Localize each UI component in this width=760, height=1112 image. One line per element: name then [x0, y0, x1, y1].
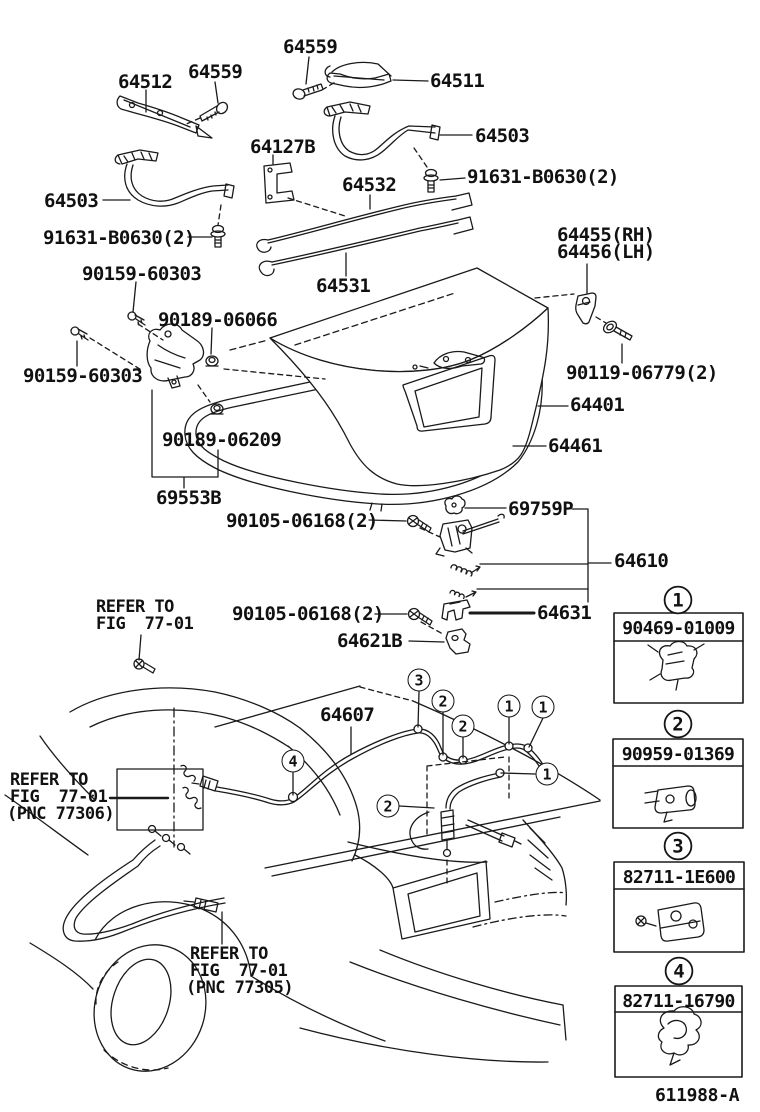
part-label-64503-right: 64503: [475, 125, 530, 147]
part-label-64631: 64631: [537, 602, 592, 624]
clamp-64127b: [263, 162, 295, 204]
part-label-64610: 64610: [614, 550, 669, 572]
hinge-64511: [324, 61, 392, 89]
part-label-69553b: 69553B: [156, 487, 222, 509]
callout-2-cable-a: 2: [431, 689, 455, 713]
bracket-64621b: [445, 628, 471, 655]
ref-part-number-1: 90469-01009: [622, 618, 735, 639]
ref-part-number-3: 82711-1E600: [622, 867, 736, 888]
ref-part-number-2: 90959-01369: [621, 744, 735, 765]
part-label-64559-2: 64559: [188, 61, 243, 83]
drawing-number: 611988-A: [655, 1085, 740, 1106]
part-label-64455: 64455(RH): [557, 224, 655, 246]
ref-part-number-4: 82711-16790: [622, 991, 735, 1012]
ref-callout-2: 2: [664, 710, 692, 738]
part-label-64512: 64512: [118, 71, 173, 93]
part-label-64511: 64511: [430, 70, 485, 92]
leader-lines: [76, 56, 623, 945]
part-label-90105-upper: 90105-06168(2): [226, 510, 378, 532]
bolt-90119: [602, 320, 633, 341]
callout-1-cable-c: 1: [535, 762, 559, 786]
part-label-90189-06209: 90189-06209: [162, 429, 282, 451]
part-label-64532: 64532: [342, 174, 397, 196]
screw-90105-lower: [407, 607, 433, 626]
refer-note-2-line1: REFER TO: [10, 770, 88, 790]
part-label-91631-left: 91631-B0630(2): [43, 227, 195, 249]
bolt-64559-left: [199, 101, 229, 122]
refer-bolt: [133, 658, 156, 674]
part-label-64456: 64456(LH): [557, 241, 655, 263]
callout-3-cable: 3: [407, 668, 431, 692]
refer-note-2-line2: FIG 77-01: [10, 787, 108, 807]
ref-part-glyphs: [635, 640, 705, 1066]
lock-body-64610: [435, 513, 505, 557]
striker-64512: [116, 95, 213, 139]
hinge-64503-right: [323, 101, 441, 161]
part-label-90159-left: 90159-60303: [23, 365, 143, 387]
stopper-64455: [575, 292, 597, 325]
callout-1-cable-b: 1: [531, 695, 555, 719]
lock-cylinder-69759p: [444, 495, 466, 515]
part-label-64461: 64461: [548, 435, 603, 457]
callout-2-cable-b: 2: [451, 714, 475, 738]
trunk-lid-64401: [229, 267, 550, 487]
part-label-91631-right: 91631-B0630(2): [467, 166, 619, 188]
bracket-69553b-group-lines: [151, 389, 219, 489]
lock-spring-upper: [450, 564, 481, 577]
refer-note-2-line3: (PNC 77306): [7, 804, 115, 824]
lock-spring-lower: [449, 589, 477, 600]
ref-callout-3: 3: [664, 832, 692, 860]
part-label-64531: 64531: [316, 275, 371, 297]
hinge-64503-left: [114, 149, 235, 207]
bolt-91631-right: [423, 168, 439, 193]
car-body: [4, 685, 601, 1072]
part-label-90159-top: 90159-60303: [82, 263, 202, 285]
ref-callout-1: 1: [664, 586, 692, 614]
part-label-90105-lower: 90105-06168(2): [232, 603, 384, 625]
dashed-lines: [89, 80, 607, 635]
nut-90189-06066: [205, 355, 219, 367]
part-label-90119: 90119-06779(2): [566, 362, 718, 384]
striker-64631: [441, 599, 471, 621]
part-label-64621b: 64621B: [337, 630, 403, 652]
clip-90159-top: [127, 311, 146, 326]
refer-note-3-line3: (PNC 77305): [186, 978, 294, 998]
fuel-cable-loop: [62, 839, 226, 942]
part-label-64503-left: 64503: [44, 190, 99, 212]
ref-callout-4: 4: [665, 957, 693, 985]
refer-note-3-line1: REFER TO: [190, 944, 268, 964]
part-label-69759p: 69759P: [508, 498, 574, 520]
release-cable-64607: [191, 691, 549, 886]
part-label-64401: 64401: [570, 394, 625, 416]
part-label-90189-06066: 90189-06066: [158, 309, 278, 331]
callout-1-cable-a: 1: [497, 694, 521, 718]
nut-90189-06209: [210, 403, 224, 415]
bracket-69553b: [146, 323, 205, 389]
callout-2-cable-c: 2: [376, 794, 400, 818]
bolt-91631-left: [210, 224, 226, 248]
part-label-64559-top: 64559: [283, 36, 338, 58]
part-label-64127b: 64127B: [250, 136, 316, 158]
screw-90105-upper: [406, 514, 432, 533]
refer-note-1-line1: REFER TO: [96, 597, 174, 617]
refer-note-1-line2: FIG 77-01: [96, 614, 194, 634]
bolt-64559-top: [292, 83, 324, 100]
refer-box-77306: [116, 764, 204, 855]
part-label-64607: 64607: [320, 704, 375, 726]
clip-90159-left: [70, 326, 89, 341]
torsion-bar-64532: [256, 192, 473, 253]
refer-note-3-line2: FIG 77-01: [190, 961, 288, 981]
torsion-bar-64531: [258, 216, 474, 277]
callout-4-cable: 4: [281, 749, 305, 773]
